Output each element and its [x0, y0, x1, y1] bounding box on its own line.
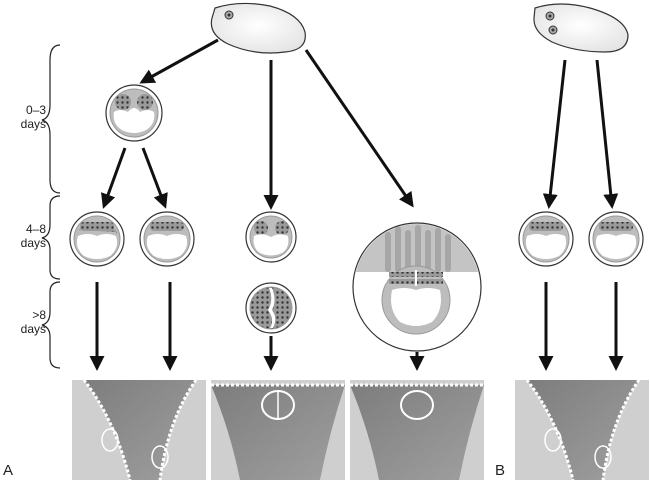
blastocyst-b1: [518, 211, 574, 267]
time-range: >8: [32, 308, 46, 322]
time-brace-4-8: [41, 195, 61, 280]
time-label-0-3: 0–3 days: [2, 103, 46, 131]
arrow-to-implanted: [304, 49, 414, 208]
time-label-gt8: >8 days: [2, 308, 46, 336]
time-range: 0–3: [25, 103, 46, 117]
blastocyst-a2: [139, 211, 195, 267]
zygote-a: [210, 2, 306, 54]
time-unit: days: [20, 236, 46, 250]
arrow-split-left: [101, 147, 127, 209]
time-unit: days: [20, 322, 46, 336]
uterus-panel-3: [350, 380, 484, 480]
time-unit: days: [20, 117, 46, 131]
arrow-to-morula: [139, 38, 219, 84]
blastocyst-two-icm: [245, 211, 297, 263]
arrow-split-right: [141, 147, 168, 209]
blastocyst-b2: [588, 211, 644, 267]
time-brace-0-3: [41, 44, 61, 194]
time-brace-gt8: [41, 281, 61, 369]
arrows-b: [542, 59, 619, 209]
early-split-blastocyst: [105, 84, 163, 142]
uterus-panel-1: [72, 379, 206, 481]
zygote-b: [533, 3, 629, 53]
arrows-to-uterus: [89, 282, 624, 371]
arrows-a: [101, 38, 414, 210]
blastocyst-divided-disc: [245, 282, 297, 334]
time-range: 4–8: [25, 222, 46, 236]
panel-label-b: B: [495, 462, 506, 479]
panel-label-a: A: [3, 462, 14, 479]
blastocyst-a1: [69, 211, 125, 267]
uterus-panel-4: [515, 379, 649, 481]
uterus-panel-2: [211, 380, 345, 480]
time-label-4-8: 4–8 days: [2, 222, 46, 250]
implanted-blastocyst: [352, 222, 482, 352]
